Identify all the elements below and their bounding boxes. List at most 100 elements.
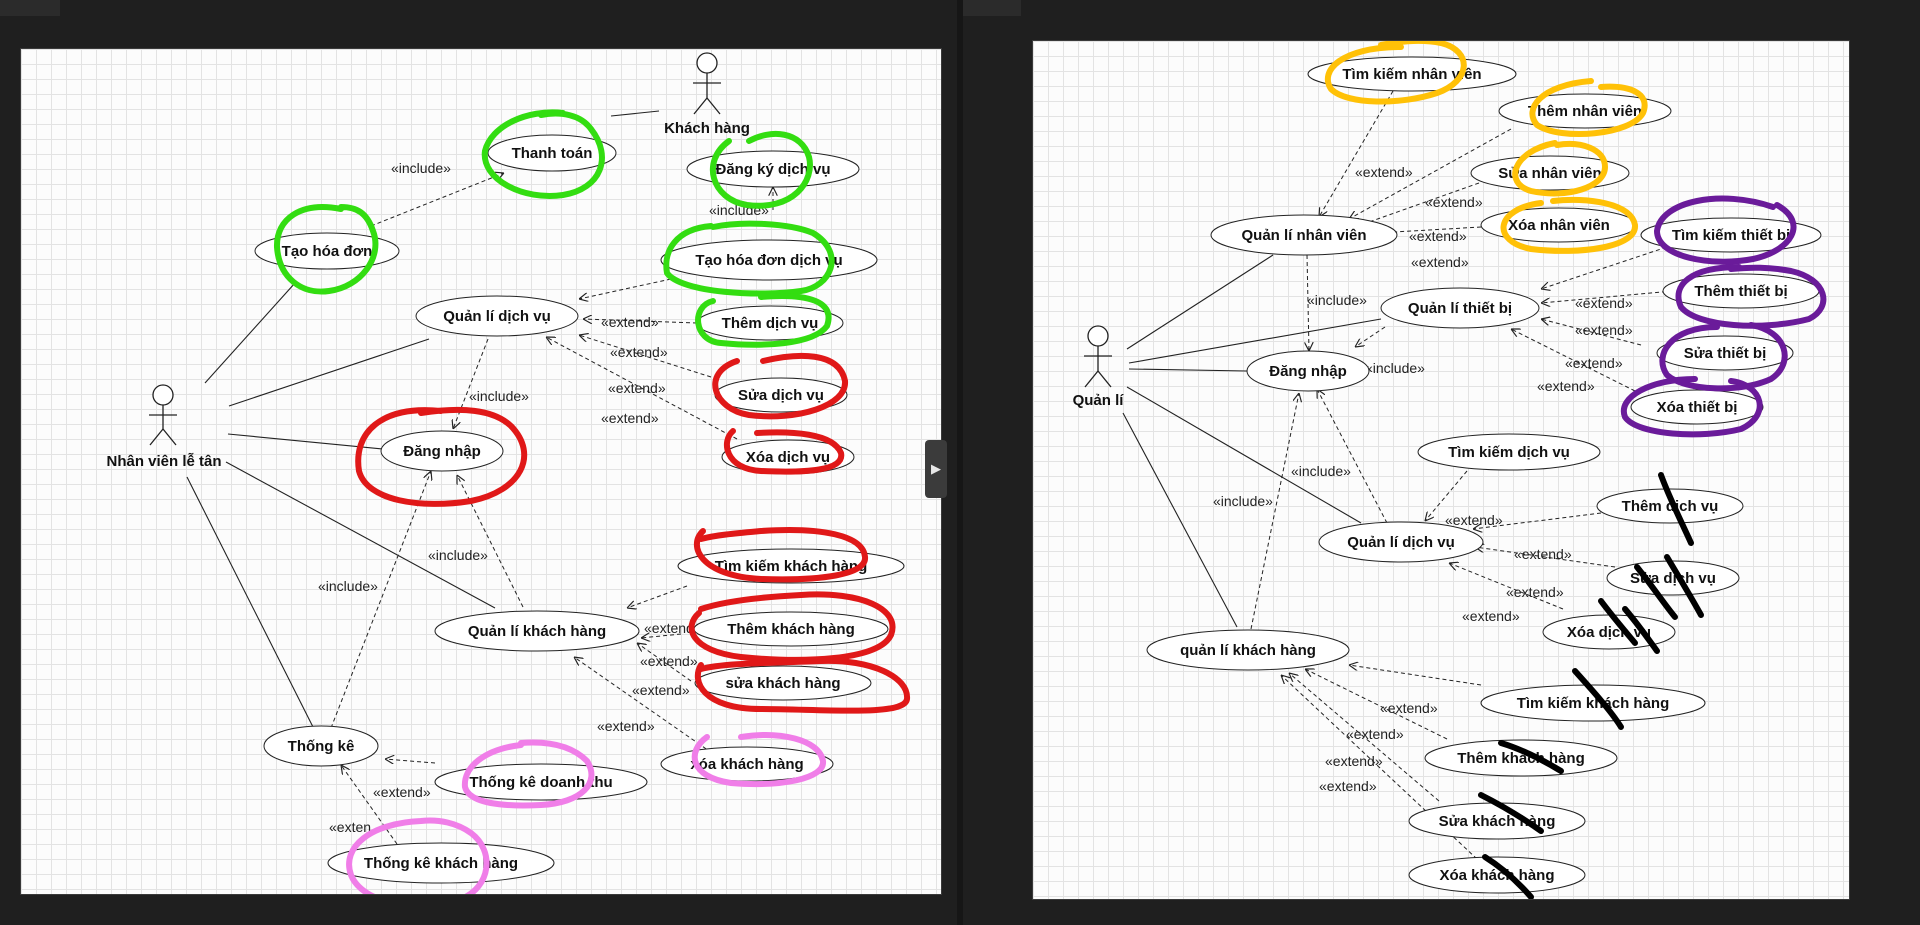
use-case-them-dich-vu[interactable]: Thêm dịch vụ <box>1596 488 1744 524</box>
split-divider[interactable] <box>957 0 963 925</box>
label-extend: «extend» <box>1445 512 1503 528</box>
label-extend: «extend» <box>1380 700 1438 716</box>
use-case-tao-hoa-don-dich-vu[interactable]: Tạo hóa đơn dịch vụ <box>660 239 878 281</box>
use-case-tao-hoa-don[interactable]: Tạo hóa đơn <box>254 232 400 270</box>
right-diagram-canvas[interactable]: «extend» «extend» «extend» «extend» «inc… <box>1032 40 1850 900</box>
label-extend: «extend» <box>1411 254 1469 270</box>
use-case-label: Sửa nhân viên <box>1498 165 1601 182</box>
use-case-label: Sửa thiết bị <box>1684 345 1767 362</box>
use-case-quan-li-nhan-vien[interactable]: Quản lí nhân viên <box>1210 214 1398 256</box>
use-case-quan-li-dich-vu[interactable]: Quản lí dịch vụ <box>1318 521 1484 563</box>
use-case-tim-kiem-khach-hang[interactable]: Tìm kiếm khách hàng <box>1480 684 1706 722</box>
label-extend: «extend» <box>601 314 659 330</box>
use-case-sua-khach-hang[interactable]: Sửa khách hàng <box>1408 802 1586 840</box>
label-extend: «extend» <box>640 653 698 669</box>
use-case-dang-nhap[interactable]: Đăng nhập <box>1246 350 1370 392</box>
label-extend: «extend» <box>1537 378 1595 394</box>
use-case-quan-li-thiet-bi[interactable]: Quản lí thiết bị <box>1380 287 1540 329</box>
use-case-label: Đăng nhập <box>403 443 481 460</box>
label-extend: «extend» <box>373 784 431 800</box>
label-include: «include» <box>469 388 529 404</box>
use-case-them-nhan-vien[interactable]: Thêm nhân viên <box>1498 93 1672 129</box>
use-case-label: Tìm kiếm khách hàng <box>1517 695 1670 712</box>
right-annotations <box>1324 41 1827 899</box>
use-case-label: xóa khách hàng <box>690 756 803 773</box>
right-use-cases: Tìm kiếm nhân viên Thêm nhân viên Sửa nh… <box>1146 56 1822 894</box>
use-case-xoa-thiet-bi[interactable]: Xóa thiết bị <box>1630 389 1764 425</box>
use-case-sua-thiet-bi[interactable]: Sửa thiết bị <box>1656 335 1794 371</box>
use-case-label: Thêm thiết bị <box>1694 283 1787 300</box>
label-extend: «extend» <box>597 718 655 734</box>
right-dependencies <box>1250 90 1674 860</box>
use-case-quan-li-khach-hang[interactable]: Quản lí khách hàng <box>434 610 640 652</box>
use-case-label: Xóa thiết bị <box>1657 399 1738 416</box>
label-include: «include» <box>391 160 451 176</box>
use-case-them-khach-hang[interactable]: Thêm khách hàng <box>1424 739 1618 777</box>
label-extend: «extend» <box>1565 355 1623 371</box>
use-case-label: Tạo hóa đơn <box>282 243 373 260</box>
label-extend: «extend» <box>610 344 668 360</box>
label-extend: «extend» <box>1462 608 1520 624</box>
label-extend: «extend» <box>1346 726 1404 742</box>
annotation-yellow <box>1324 41 1648 254</box>
label-extend: «extend» <box>1319 778 1377 794</box>
use-case-quan-li-dich-vu[interactable]: Quản lí dịch vụ <box>415 295 579 337</box>
actor-receptionist[interactable] <box>149 384 177 446</box>
tab-stub-right <box>963 0 1021 16</box>
use-case-sua-dich-vu[interactable]: Sửa dịch vụ <box>714 377 848 413</box>
actor-manager-label: Quản lí <box>1073 392 1125 409</box>
use-case-label: Quản lí khách hàng <box>468 623 606 640</box>
label-extend: «extend» <box>1355 164 1413 180</box>
use-case-label: Sửa dịch vụ <box>738 387 824 404</box>
label-extend: «extend» <box>644 620 702 636</box>
left-diagram-canvas[interactable]: «include» «include» «extend» «extend» «e… <box>20 48 942 895</box>
label-extend: «extend» <box>1506 584 1564 600</box>
annotation-black-cross <box>1478 472 1704 899</box>
label-include: «include» <box>318 578 378 594</box>
use-case-tim-kiem-dich-vu[interactable]: Tìm kiếm dịch vụ <box>1417 433 1601 471</box>
use-case-label: Đăng nhập <box>1269 363 1347 380</box>
label-extend: «extend» <box>608 380 666 396</box>
use-case-sua-khach-hang[interactable]: sửa khách hàng <box>694 665 872 701</box>
use-case-thong-ke[interactable]: Thống kê <box>263 725 379 767</box>
use-case-label: Quản lí nhân viên <box>1241 227 1366 244</box>
use-case-thong-ke-khach-hang[interactable]: Thống kê khách hàng <box>327 842 555 884</box>
use-case-label: Xóa nhân viên <box>1508 217 1610 234</box>
left-diagram-svg: «include» «include» «extend» «extend» «e… <box>106 52 910 894</box>
left-stereotype-labels: «include» «include» «extend» «extend» «e… <box>318 160 769 835</box>
tab-stub-left <box>0 0 60 16</box>
use-case-label: Thêm khách hàng <box>727 621 855 638</box>
left-associations <box>186 110 660 728</box>
label-include: «include» <box>1291 463 1351 479</box>
label-include: «include» <box>1307 292 1367 308</box>
chevron-right-icon: ▶ <box>931 461 941 476</box>
actor-customer[interactable] <box>693 52 721 115</box>
use-case-label: Sửa khách hàng <box>1439 813 1556 830</box>
use-case-them-khach-hang[interactable]: Thêm khách hàng <box>693 611 889 647</box>
use-case-label: Tìm kiếm khách hàng <box>715 558 868 575</box>
use-case-xoa-nhan-vien[interactable]: Xóa nhân viên <box>1480 207 1638 243</box>
use-case-xoa-dich-vu[interactable]: Xóa dịch vụ <box>1542 614 1676 650</box>
use-case-thanh-toan[interactable]: Thanh toán <box>487 134 617 172</box>
use-case-dang-nhap[interactable]: Đăng nhập <box>380 430 504 472</box>
label-include: «include» <box>1365 360 1425 376</box>
use-case-quan-li-khach-hang[interactable]: quản lí khách hàng <box>1146 629 1350 671</box>
annotation-pink <box>346 732 826 894</box>
use-case-label: Thống kê <box>288 738 355 755</box>
label-extend: «exten <box>329 819 371 835</box>
use-case-xoa-dich-vu[interactable]: Xóa dịch vụ <box>721 439 855 475</box>
label-extend: «extend» <box>632 682 690 698</box>
use-case-label: Thêm dịch vụ <box>1622 498 1719 515</box>
use-case-dang-ky-dich-vu[interactable]: Đăng ký dịch vụ <box>686 150 860 188</box>
use-case-sua-nhan-vien[interactable]: Sửa nhân viên <box>1470 155 1630 191</box>
label-extend: «extend» <box>1575 322 1633 338</box>
use-case-label: quản lí khách hàng <box>1180 642 1316 659</box>
actor-manager[interactable] <box>1084 325 1112 388</box>
use-case-xoa-khach-hang[interactable]: Xóa khách hàng <box>1408 856 1586 894</box>
use-case-tim-kiem-thiet-bi[interactable]: Tìm kiếm thiết bị <box>1640 217 1822 253</box>
collapse-panel-button[interactable]: ▶ <box>925 440 947 498</box>
use-case-label: Tìm kiếm nhân viên <box>1342 66 1481 83</box>
label-include: «include» <box>428 547 488 563</box>
label-include: «include» <box>1213 493 1273 509</box>
annotation-red <box>355 352 910 714</box>
